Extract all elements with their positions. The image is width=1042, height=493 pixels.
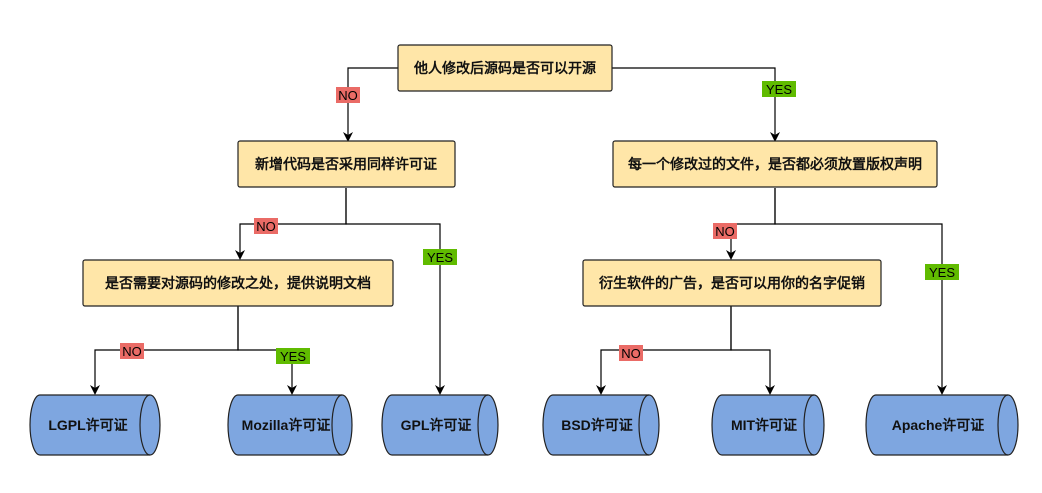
- decision-box: [582, 259, 882, 307]
- no-tag-label: NO: [338, 88, 358, 103]
- decision-root: 他人修改后源码是否可以开源: [397, 44, 613, 92]
- tag-notice-yes: YES: [925, 264, 959, 280]
- yes-tag-label: YES: [427, 250, 453, 265]
- yes-tag-bg: [925, 264, 959, 280]
- leaf-mozilla: Mozilla许可证: [227, 394, 353, 456]
- yes-tag-label: YES: [280, 349, 306, 364]
- decision-document-changes: 是否需要对源码的修改之处，提供说明文档: [82, 259, 394, 307]
- edge-root-no: [343, 67, 398, 142]
- yes-tag-label: YES: [929, 265, 955, 280]
- no-tag-bg: [336, 87, 360, 103]
- decision-same-license: 新增代码是否采用同样许可证: [237, 140, 456, 188]
- license-label: MIT许可证: [731, 417, 797, 433]
- edge-root-yes: [612, 67, 780, 142]
- yes-tag-label: YES: [766, 82, 792, 97]
- license-label: BSD许可证: [561, 417, 633, 433]
- decision-box: [612, 140, 938, 188]
- tag-promote-no: NO: [619, 345, 643, 361]
- no-tag-bg: [254, 218, 278, 234]
- yes-tag-bg: [276, 348, 310, 364]
- decision-box: [237, 140, 456, 188]
- yes-tag-bg: [423, 249, 457, 265]
- edge-same-license-yes: [345, 188, 445, 395]
- leaf-gpl: GPL许可证: [381, 394, 499, 456]
- decision-label: 每一个修改过的文件，是否都必须放置版权声明: [628, 156, 922, 172]
- tag-document-no: NO: [120, 343, 144, 359]
- decision-box: [397, 44, 613, 92]
- no-tag-label: NO: [256, 219, 276, 234]
- tag-root-no: NO: [336, 87, 360, 103]
- leaf-bsd: BSD许可证: [542, 394, 660, 456]
- no-tag-bg: [713, 223, 737, 239]
- no-tag-label: NO: [715, 224, 735, 239]
- decision-label: 新增代码是否采用同样许可证: [255, 156, 437, 172]
- license-label: LGPL许可证: [48, 417, 127, 433]
- cylinder-rim: [477, 394, 489, 456]
- no-tag-label: NO: [122, 344, 142, 359]
- cylinder-rim: [997, 394, 1009, 456]
- tag-notice-no: NO: [713, 223, 737, 239]
- license-label: Mozilla许可证: [242, 417, 331, 433]
- leaf-apache: Apache许可证: [865, 394, 1019, 456]
- no-tag-bg: [619, 345, 643, 361]
- decision-modified-file-notice: 每一个修改过的文件，是否都必须放置版权声明: [612, 140, 938, 188]
- no-tag-bg: [120, 343, 144, 359]
- tag-same-license-no: NO: [254, 218, 278, 234]
- tag-document-yes: YES: [276, 348, 310, 364]
- decision-label: 衍生软件的广告，是否可以用你的名字促销: [598, 275, 865, 291]
- tag-root-yes: YES: [762, 81, 796, 97]
- no-tag-label: NO: [621, 346, 641, 361]
- decision-promote-name: 衍生软件的广告，是否可以用你的名字促销: [582, 259, 882, 307]
- edge-notice-yes: [774, 188, 947, 395]
- leaf-mit: MIT许可证: [711, 394, 825, 456]
- cylinder-rim: [638, 394, 650, 456]
- edge-notice-no: [726, 188, 776, 260]
- cylinder-rim: [803, 394, 815, 456]
- decision-box: [82, 259, 394, 307]
- decision-label: 他人修改后源码是否可以开源: [413, 60, 596, 76]
- tag-same-license-yes: YES: [423, 249, 457, 265]
- license-label: Apache许可证: [892, 417, 985, 433]
- cylinder-rim: [139, 394, 151, 456]
- leaf-lgpl: LGPL许可证: [29, 394, 161, 456]
- decision-label: 是否需要对源码的修改之处，提供说明文档: [105, 275, 371, 291]
- edges: [90, 67, 947, 395]
- cylinder-rim: [331, 394, 343, 456]
- yes-tag-bg: [762, 81, 796, 97]
- edge-document-no: [90, 306, 239, 395]
- edge-document-yes: [237, 306, 297, 395]
- edge-promote-yes: [730, 306, 775, 395]
- license-label: GPL许可证: [401, 417, 472, 433]
